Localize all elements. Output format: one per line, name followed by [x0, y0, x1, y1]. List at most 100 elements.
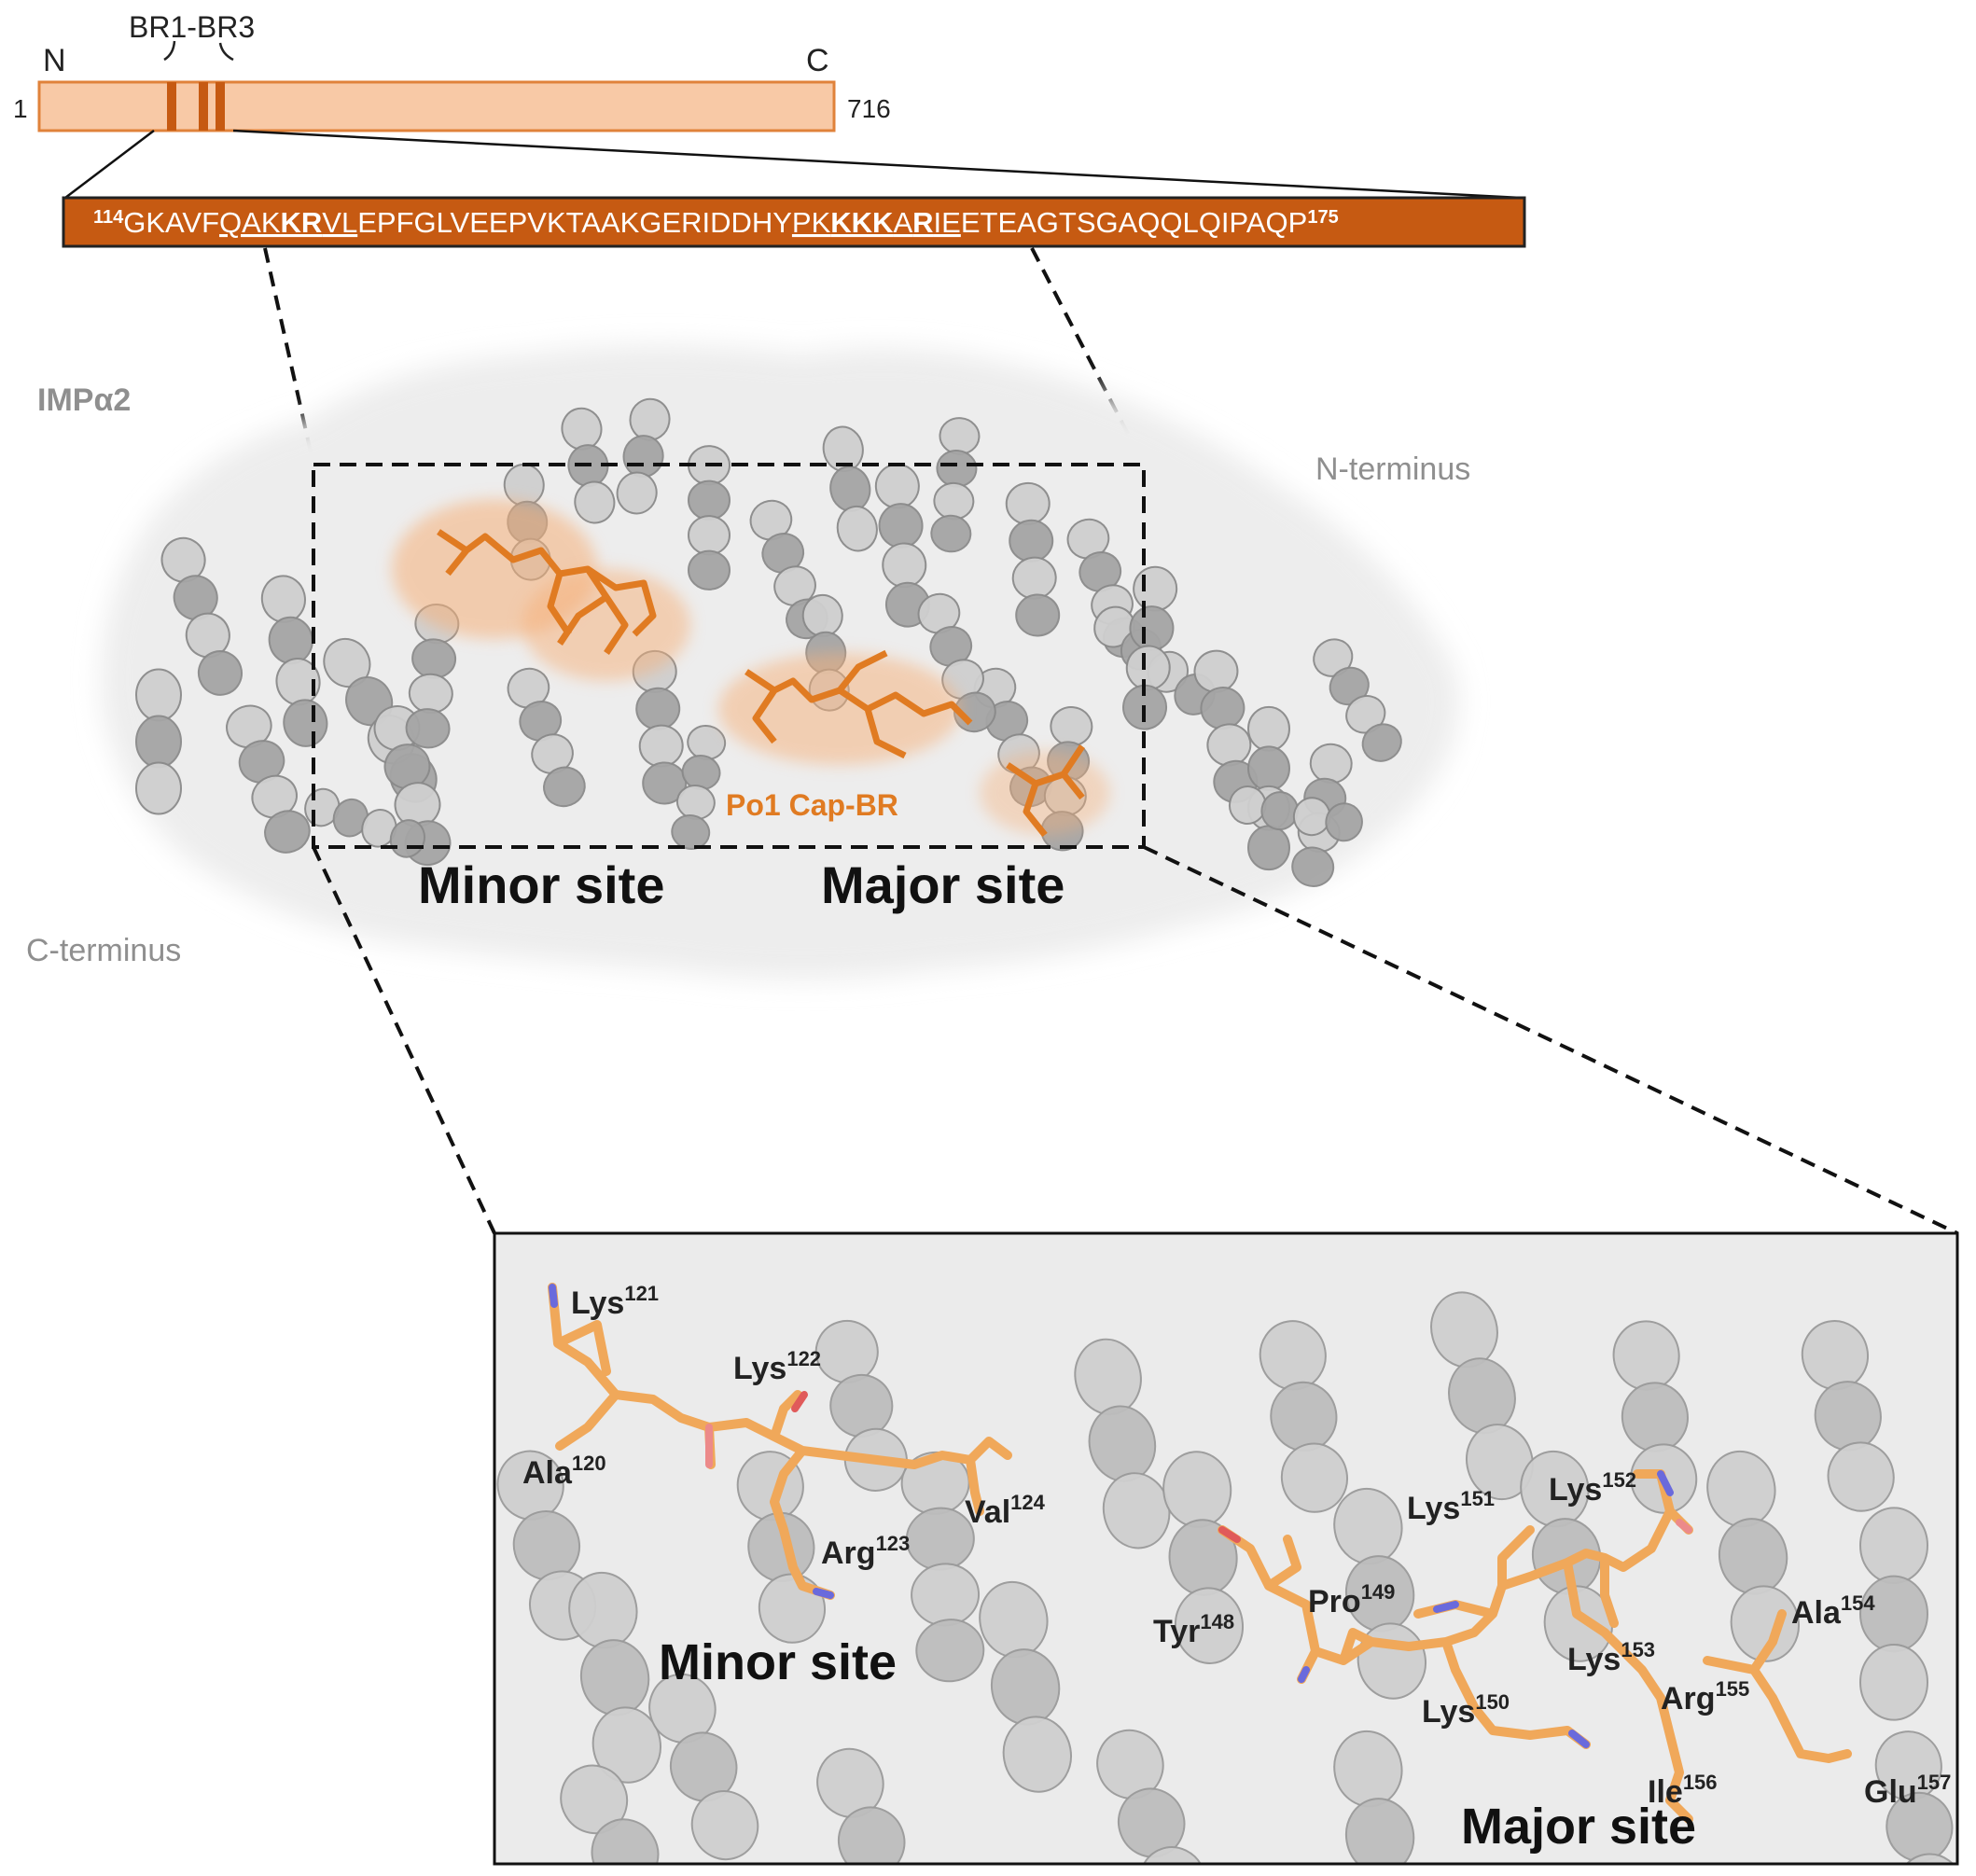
helix-ribbon — [1430, 1291, 1534, 1501]
helix-ribbon — [814, 1319, 908, 1492]
helix-ribbon — [1612, 1320, 1698, 1514]
sequence-bar: 114GKAVFQAKKRVLEPFGLVEEPVKTAAKGERIDDHYPK… — [62, 196, 1526, 248]
helix-ribbon — [874, 463, 930, 628]
binding-region-box — [312, 463, 1146, 849]
helix-ribbon — [1005, 481, 1061, 637]
residue-label: Lys121 — [571, 1282, 659, 1321]
residue-label: Lys153 — [1567, 1638, 1655, 1677]
helix-ribbon — [1074, 1338, 1171, 1549]
sequence-segment: IE — [934, 206, 961, 239]
helix-ribbon — [1096, 1729, 1207, 1864]
sequence-start-number: 114 — [93, 207, 124, 228]
helix-ribbon — [1874, 1730, 1957, 1864]
helix-ribbon — [496, 1450, 597, 1641]
sequence-segment: R — [912, 206, 933, 239]
helix-ribbon — [1859, 1507, 1928, 1721]
zoom-line-left — [64, 130, 155, 199]
ligand-glow-minor-b — [522, 569, 690, 681]
sequence-segment: KKK — [830, 206, 894, 239]
sequence-segment: QAK — [219, 206, 281, 239]
br1-bracket — [163, 40, 176, 62]
start-position: 1 — [13, 94, 28, 123]
residue-label: Arg155 — [1661, 1677, 1749, 1716]
helix-ribbon — [900, 1451, 985, 1683]
helix-ribbon — [1313, 638, 1402, 762]
inset-border — [493, 1231, 1959, 1866]
br3-bracket — [218, 42, 234, 62]
inset-panel: Minor site Major site Lys121Lys122Ala120… — [493, 1231, 1959, 1866]
ligand-glow-major-b — [980, 751, 1110, 835]
n-terminus-label: N-terminus — [1315, 452, 1470, 487]
inset-major-site-label: Major site — [1461, 1799, 1696, 1855]
ligand-glow-major — [718, 653, 961, 765]
br-region-label: BR1-BR3 — [129, 10, 255, 44]
n-label: N — [43, 43, 66, 78]
sequence-segment: A — [893, 206, 912, 239]
ligand-po1-cap-br — [392, 499, 1110, 838]
full-length-protein-bar — [37, 80, 836, 132]
residue-label: Ile156 — [1648, 1771, 1718, 1810]
br2-block — [199, 82, 208, 131]
residue-label: Lys151 — [1407, 1487, 1495, 1526]
helix-ribbon — [568, 1571, 661, 1784]
sequence-background — [62, 196, 1526, 248]
helix-ribbon — [822, 425, 878, 552]
residue-label: Ala120 — [522, 1452, 606, 1491]
ligand-sticks-minor — [437, 529, 657, 655]
sequence-end-number: 175 — [1307, 207, 1338, 228]
helix-ribbon — [648, 1673, 759, 1861]
br1-block — [167, 82, 176, 131]
sequence-segment: GKAVF — [123, 206, 219, 239]
residue-label: Lys150 — [1422, 1690, 1510, 1730]
helix-ribbon — [560, 1764, 660, 1864]
residue-label: Ala154 — [1791, 1591, 1875, 1631]
residue-label: Val124 — [965, 1491, 1046, 1530]
helix-ribbon — [1801, 1320, 1895, 1512]
helix-ribbon — [160, 536, 244, 696]
helix-ribbon — [1706, 1450, 1800, 1662]
helix-ribbon — [260, 575, 328, 747]
helix-ribbon — [1162, 1451, 1245, 1664]
residue-label: Lys122 — [733, 1347, 821, 1386]
protein-label: IMPα2 — [37, 382, 131, 418]
helix-ribbon — [1228, 785, 1363, 842]
zoom-line-seq-left — [263, 247, 315, 466]
zoom-line-right — [232, 129, 1522, 200]
sequence-segment: PK — [792, 206, 831, 239]
zoom-line-inset-right — [1143, 845, 1958, 1235]
helix-ribbon — [816, 1747, 906, 1864]
br3-block — [216, 82, 225, 131]
sequence-segment: EPFGLVEEPVKTAAKGERIDDHY — [357, 206, 792, 239]
inset-helices — [496, 1291, 1957, 1864]
c-label: C — [806, 43, 829, 78]
sequence-segment: ETEAGTSGAQQLQIPAQP — [961, 206, 1308, 239]
sequence-segment: VL — [322, 206, 357, 239]
residue-label: Tyr148 — [1153, 1610, 1234, 1649]
c-terminus-label: C-terminus — [26, 933, 181, 968]
helix-ribbon — [1333, 1730, 1415, 1864]
major-site-label: Major site — [821, 855, 1065, 914]
helix-ribbon — [1122, 565, 1178, 730]
helix-ribbon — [930, 417, 981, 553]
helix-ribbon — [135, 668, 182, 815]
sequence-segment: KR — [281, 206, 323, 239]
end-position: 716 — [847, 94, 891, 123]
ligand-label: Po1 Cap-BR — [726, 788, 898, 822]
helix-ribbon — [671, 725, 727, 850]
sequence-text: 114GKAVFQAKKRVLEPFGLVEEPVKTAAKGERIDDHYPK… — [93, 206, 1339, 239]
residue-label: Lys152 — [1549, 1468, 1636, 1508]
helix-ribbon — [1193, 649, 1259, 803]
helix-ribbon — [226, 704, 311, 854]
helix-ribbon — [1333, 1487, 1426, 1700]
ligand-sticks-major — [744, 649, 1085, 838]
residue-label: Arg123 — [821, 1532, 910, 1571]
structure-panel: IMPα2 N-terminus C-terminus Po1 Cap-BR M… — [26, 345, 1470, 980]
inset-atom-accents — [549, 1284, 1692, 1748]
helix-ribbon — [917, 592, 996, 733]
residue-label: Glu157 — [1864, 1771, 1951, 1810]
residue-label: Pro149 — [1308, 1580, 1395, 1619]
domain-schematic: N C 1 716 BR1-BR3 — [13, 10, 1522, 200]
helix-ribbon — [979, 1580, 1072, 1793]
